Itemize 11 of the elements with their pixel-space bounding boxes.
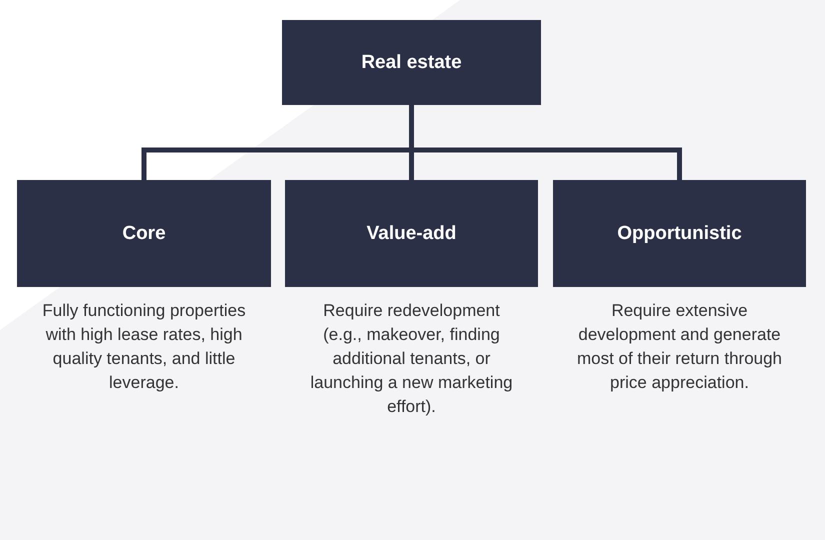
category-box xyxy=(553,180,806,287)
description-text: Require extensive development and generate most of their return through price appreciation. xyxy=(576,300,784,394)
box-title: Core xyxy=(122,222,166,244)
category-box xyxy=(285,180,538,287)
box-title: Value-add xyxy=(366,222,456,244)
root-box xyxy=(282,20,541,105)
box-title: Opportunistic xyxy=(617,222,742,244)
category-box xyxy=(17,180,271,287)
description-text: Require redevelopment (e.g., makeover, finding additional tenants, or launching a new marketing effort). xyxy=(309,300,514,418)
description-text: Fully functioning properties with high lease rates, high quality tenants, and little leverage. xyxy=(41,300,247,394)
box-title: Real estate xyxy=(361,52,462,74)
